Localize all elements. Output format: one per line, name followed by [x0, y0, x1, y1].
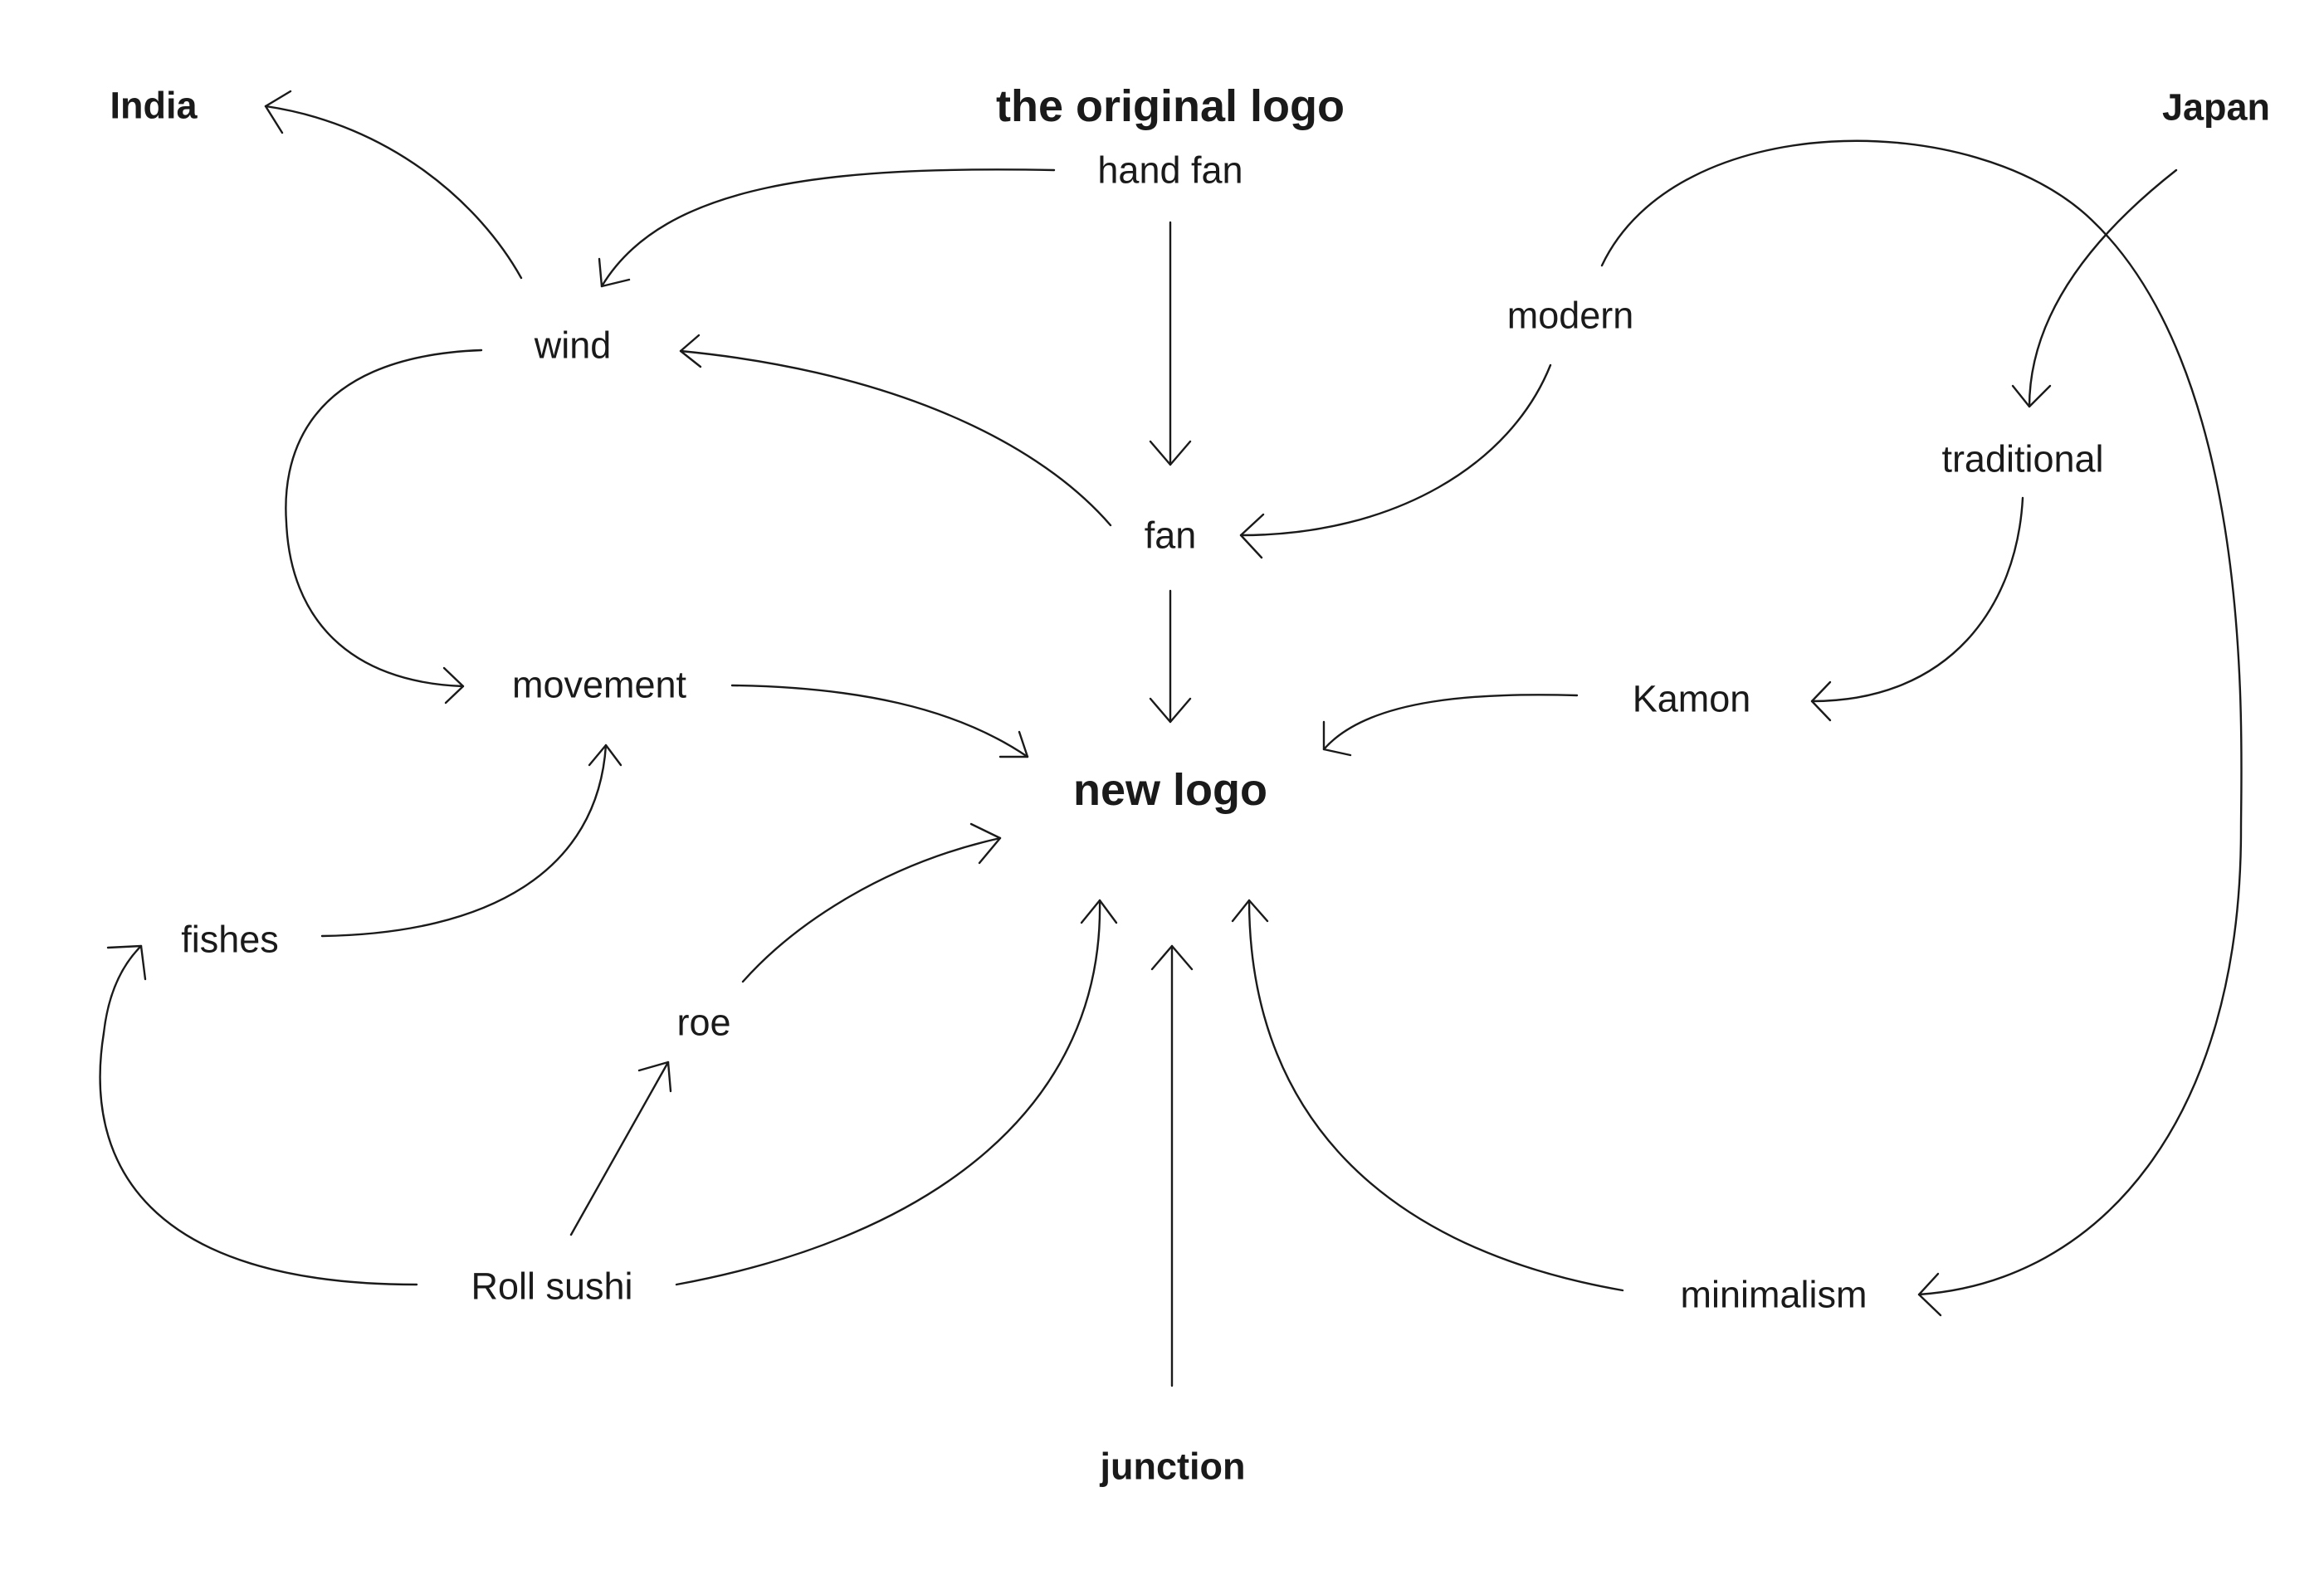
- arrowhead-traditional-kamon: [1810, 680, 1832, 722]
- node-traditional: traditional: [1941, 438, 2103, 480]
- arrowhead-modern-minimalism: [1917, 1272, 1942, 1317]
- edge-fan-wind: [679, 349, 1112, 527]
- arrowhead-handfan-wind: [598, 257, 631, 288]
- edge-fishes-movement: [320, 744, 608, 938]
- arrowhead-fan-newlogo: [1149, 697, 1192, 724]
- node-modern: modern: [1507, 295, 1634, 337]
- node-kamon: Kamon: [1633, 678, 1751, 720]
- node-wind: wind: [534, 324, 612, 367]
- arrowhead-wind-movement: [442, 666, 465, 705]
- edge-modern-minimalism: [1600, 139, 2243, 1296]
- node-roe: roe: [676, 1002, 730, 1044]
- arrowhead-japan-traditional: [2011, 384, 2052, 408]
- arrowhead-wind-india: [264, 90, 292, 134]
- node-fishes: fishes: [181, 919, 279, 961]
- edge-movement-newlogo: [730, 684, 1029, 758]
- edge-traditional-kamon: [1810, 496, 2024, 703]
- arrowhead-rollsushi-newlogo: [1080, 899, 1118, 924]
- arrowhead-minimalism-newlogo: [1231, 899, 1269, 923]
- node-new-logo: new logo: [1073, 765, 1267, 815]
- arrowhead-rollsushi-roe: [637, 1060, 672, 1093]
- edge-modern-fan: [1239, 363, 1552, 537]
- edge-rollsushi-fishes: [99, 944, 418, 1286]
- arrowhead-roe-newlogo: [969, 822, 1002, 865]
- edge-wind-india: [264, 105, 523, 280]
- node-japan: Japan: [2162, 86, 2270, 129]
- edge-handfan-wind: [600, 168, 1056, 288]
- node-junction: junction: [1100, 1446, 1246, 1488]
- node-hand-fan: hand fan: [1097, 149, 1243, 192]
- edge-minimalism-newlogo: [1247, 899, 1624, 1292]
- node-movement: movement: [512, 664, 687, 706]
- edge-wind-movement: [285, 349, 483, 688]
- node-fan: fan: [1145, 514, 1197, 557]
- arrowhead-rollsushi-fishes: [106, 944, 147, 981]
- node-original-logo: the original logo: [996, 81, 1345, 131]
- arrowhead-handfan-fan: [1149, 440, 1192, 466]
- arrowhead-junction-newlogo: [1150, 944, 1194, 971]
- node-roll-sushi: Roll sushi: [471, 1265, 632, 1308]
- arrowhead-modern-fan: [1239, 513, 1265, 559]
- edge-rollsushi-newlogo: [675, 899, 1101, 1286]
- edge-rollsushi-roe: [569, 1060, 670, 1236]
- arrowhead-fan-wind: [679, 334, 702, 368]
- node-minimalism: minimalism: [1681, 1274, 1868, 1316]
- arrowhead-movement-newlogo: [998, 730, 1029, 758]
- node-india: India: [110, 85, 198, 127]
- arrowhead-fishes-movement: [588, 744, 622, 767]
- arrowhead-kamon-newlogo: [1322, 720, 1352, 757]
- edge-japan-traditional: [2028, 168, 2178, 408]
- edge-kamon-newlogo: [1322, 694, 1579, 751]
- edge-roe-newlogo: [741, 836, 1002, 983]
